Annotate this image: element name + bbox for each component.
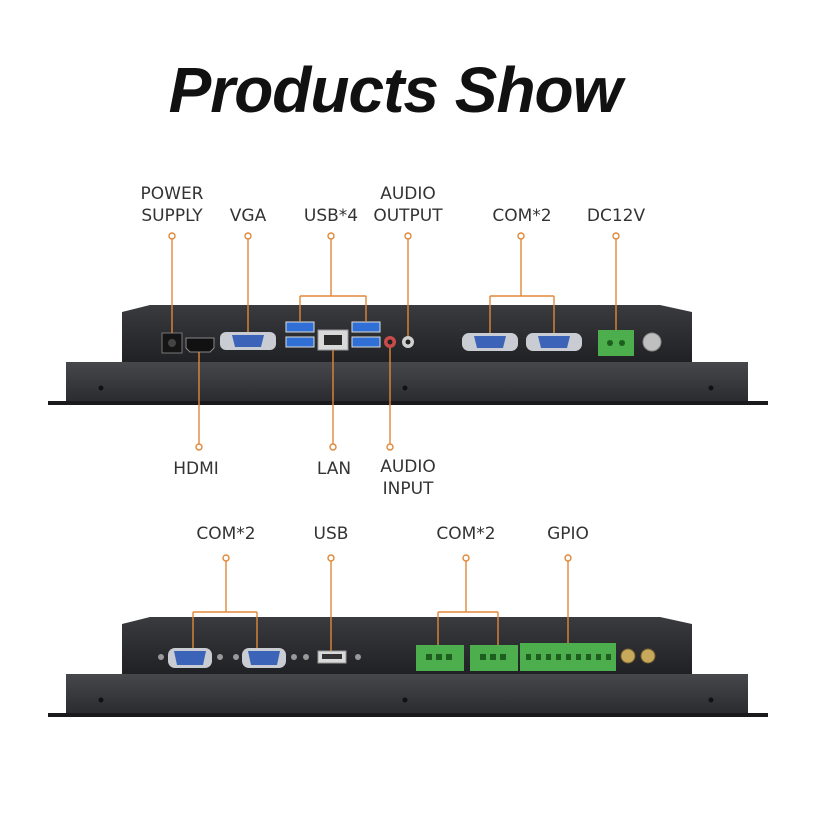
- label-audio-output-line2: OUTPUT: [373, 206, 443, 226]
- bottom-usb-port-icon: [303, 650, 361, 664]
- dc-power-jack-icon: [161, 332, 183, 354]
- label-audio-input-line2: INPUT: [382, 479, 434, 499]
- antenna-connectors-icon: [620, 648, 656, 664]
- label-audio-input: AUDIO INPUT: [366, 456, 450, 500]
- bottom-com-port-2-icon: [233, 648, 297, 668]
- page-title: Products Show: [168, 54, 623, 126]
- label-power-supply: POWER SUPPLY: [130, 183, 214, 227]
- com-port-1-icon: [462, 333, 518, 351]
- bottom-com-terminal-2-icon: [470, 645, 518, 671]
- bottom-com-port-1-icon: [158, 648, 223, 668]
- lan-port-icon: [317, 329, 349, 351]
- top-callout-dots: [168, 232, 620, 451]
- bottom-chassis: [48, 617, 768, 717]
- com-port-2-icon: [526, 333, 582, 351]
- label-com2-top: COM*2: [492, 206, 552, 226]
- label-audio-output: AUDIO OUTPUT: [366, 183, 450, 227]
- label-lan: LAN: [316, 459, 352, 479]
- label-vga: VGA: [229, 206, 267, 226]
- label-usb: USB: [313, 524, 349, 544]
- bottom-callout-dots: [222, 554, 572, 562]
- bottom-callouts: [192, 560, 569, 651]
- power-button-icon: [642, 332, 662, 352]
- hdmi-port-icon: [185, 337, 215, 353]
- vga-port-icon: [220, 332, 276, 350]
- label-hdmi: HDMI: [173, 459, 219, 479]
- label-audio-output-line1: AUDIO: [380, 184, 436, 204]
- label-dc12v: DC12V: [586, 206, 646, 226]
- dc12v-terminal-icon: [598, 330, 634, 356]
- label-com2-bottom-left: COM*2: [196, 524, 256, 544]
- label-usb4: USB*4: [303, 206, 359, 226]
- label-power-line1: POWER: [140, 184, 204, 204]
- label-audio-input-line1: AUDIO: [380, 457, 436, 477]
- label-com2-bottom-right: COM*2: [436, 524, 496, 544]
- top-callouts: [171, 238, 617, 444]
- audio-output-jack-icon: [402, 336, 414, 348]
- label-gpio: GPIO: [547, 524, 589, 544]
- bottom-com-terminal-1-icon: [416, 645, 464, 671]
- audio-input-jack-icon: [384, 336, 396, 348]
- gpio-terminal-icon: [520, 643, 616, 671]
- label-power-line2: SUPPLY: [141, 206, 203, 226]
